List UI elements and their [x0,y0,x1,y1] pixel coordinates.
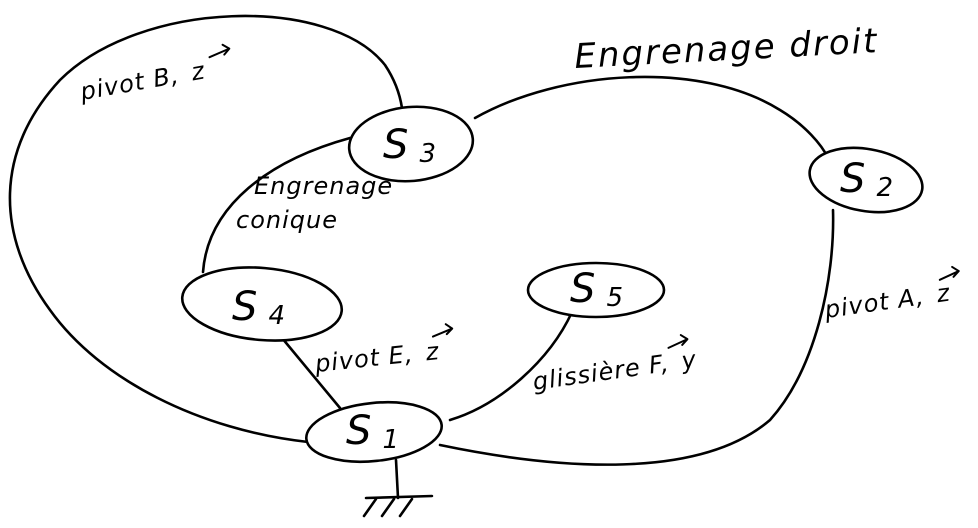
node-s1-shape [305,400,443,464]
node-s5-index: 5 [606,283,623,313]
edge-engrenage-droit-s3-s2 [473,75,830,160]
label-glissiere-f-text: glissière F, [531,349,671,396]
node-s1-letter: S [346,408,371,454]
svg-text:pivot E, z: pivot E, z [313,337,442,378]
label-pivot-b-vector: z [188,56,208,86]
node-s2-shape [808,146,924,214]
node-s4-letter: S [232,284,257,330]
node-s3-index: 3 [419,139,436,169]
svg-text:S 4: S 4 [232,284,285,331]
node-s1-index: 1 [382,425,399,455]
edge-glissiere-f-s5-s1 [448,310,574,422]
vector-arrow-icon [208,43,231,59]
label-engrenage-droit: Engrenage droit [573,21,879,77]
node-s4-index: 4 [268,301,285,331]
ground-symbol [362,458,434,518]
label-pivot-a-vector: z [934,279,953,309]
label-pivot-a: pivot A, z [822,265,960,325]
node-s2: S 2 [808,146,924,214]
edge-engrenage-conique-s3-s4 [201,136,352,274]
label-engrenage-conique-line1: Engrenage [254,172,393,200]
node-s4-shape [180,266,344,342]
svg-text:S 3: S 3 [383,122,436,169]
label-pivot-e: pivot E, z [313,323,454,378]
svg-text:S 2: S 2 [840,156,893,203]
svg-text:pivot B, z: pivot B, z [77,56,207,106]
svg-text:glissière F, y: glissière F, y [531,345,699,396]
node-s2-letter: S [840,156,865,202]
label-engrenage-conique: Engrenage conique [236,172,402,234]
node-s3: S 3 [347,105,475,183]
edge-pivot-b-s1-s3 [8,14,404,444]
edge-pivot-e-s4-s1 [280,336,342,410]
node-s2-index: 2 [876,173,893,203]
edge-pivot-a-s2-s1 [438,208,835,466]
label-glissiere-f-vector: y [679,345,699,375]
label-pivot-e-vector: z [423,337,441,366]
label-pivot-a-text: pivot A, [822,282,926,324]
svg-text:pivot A, z: pivot A, z [822,279,953,325]
node-s4: S 4 [180,266,344,342]
node-s5-letter: S [570,266,595,312]
svg-text:S 5: S 5 [570,266,623,313]
node-s5-shape [526,261,666,319]
node-s3-letter: S [383,122,408,168]
label-pivot-b: pivot B, z [77,43,231,106]
vector-arrow-icon [667,334,689,349]
label-engrenage-conique-line2: conique [236,206,338,234]
node-s1: S 1 [305,400,443,464]
label-pivot-e-text: pivot E, [313,340,415,378]
vector-arrow-icon [431,323,454,338]
vector-arrow-icon [938,265,960,281]
node-s3-shape [347,105,475,183]
svg-text:S 1: S 1 [346,408,399,455]
node-s5: S 5 [526,261,666,319]
label-pivot-b-text: pivot B, [77,61,181,106]
